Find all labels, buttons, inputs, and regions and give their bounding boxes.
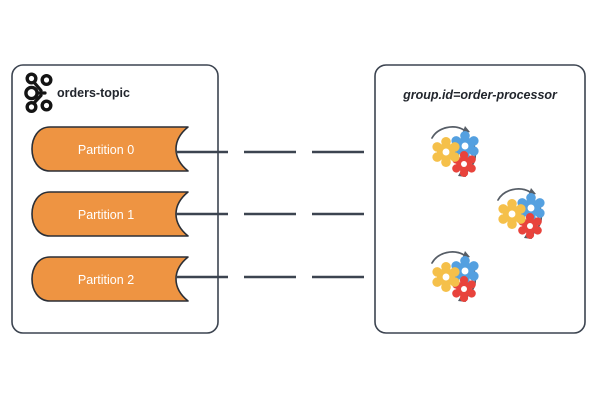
partition-label-1: Partition 1 (78, 208, 134, 222)
topic-panel: orders-topic Partition 0 Partition 1 Par… (11, 64, 219, 334)
partition-row-0[interactable]: Partition 0 (31, 126, 189, 172)
consumer-1-cycle-arc-top (431, 126, 465, 139)
consumer-group-title: group.id=order-processor (402, 88, 558, 102)
consumer-panel-border (374, 64, 586, 334)
consumer-group-panel: group.id=order-processor (374, 64, 586, 334)
consumer-2-cycle-arc-top (497, 188, 531, 201)
partition-shape-2[interactable] (31, 256, 189, 302)
partition-row-1[interactable]: Partition 1 (31, 191, 189, 237)
consumer-1[interactable] (431, 126, 479, 177)
consumer-3[interactable] (431, 251, 479, 302)
consumer-3-cycle-arc-top (431, 251, 465, 264)
partition-shape-0[interactable] (31, 126, 189, 172)
partition-shape-1[interactable] (31, 191, 189, 237)
partition-label-0: Partition 0 (78, 143, 134, 157)
kafka-logo-icon (24, 72, 53, 113)
consumer-2[interactable] (497, 188, 545, 239)
topic-title: orders-topic (57, 86, 130, 100)
partition-row-2[interactable]: Partition 2 (31, 256, 189, 302)
partition-label-2: Partition 2 (78, 273, 134, 287)
